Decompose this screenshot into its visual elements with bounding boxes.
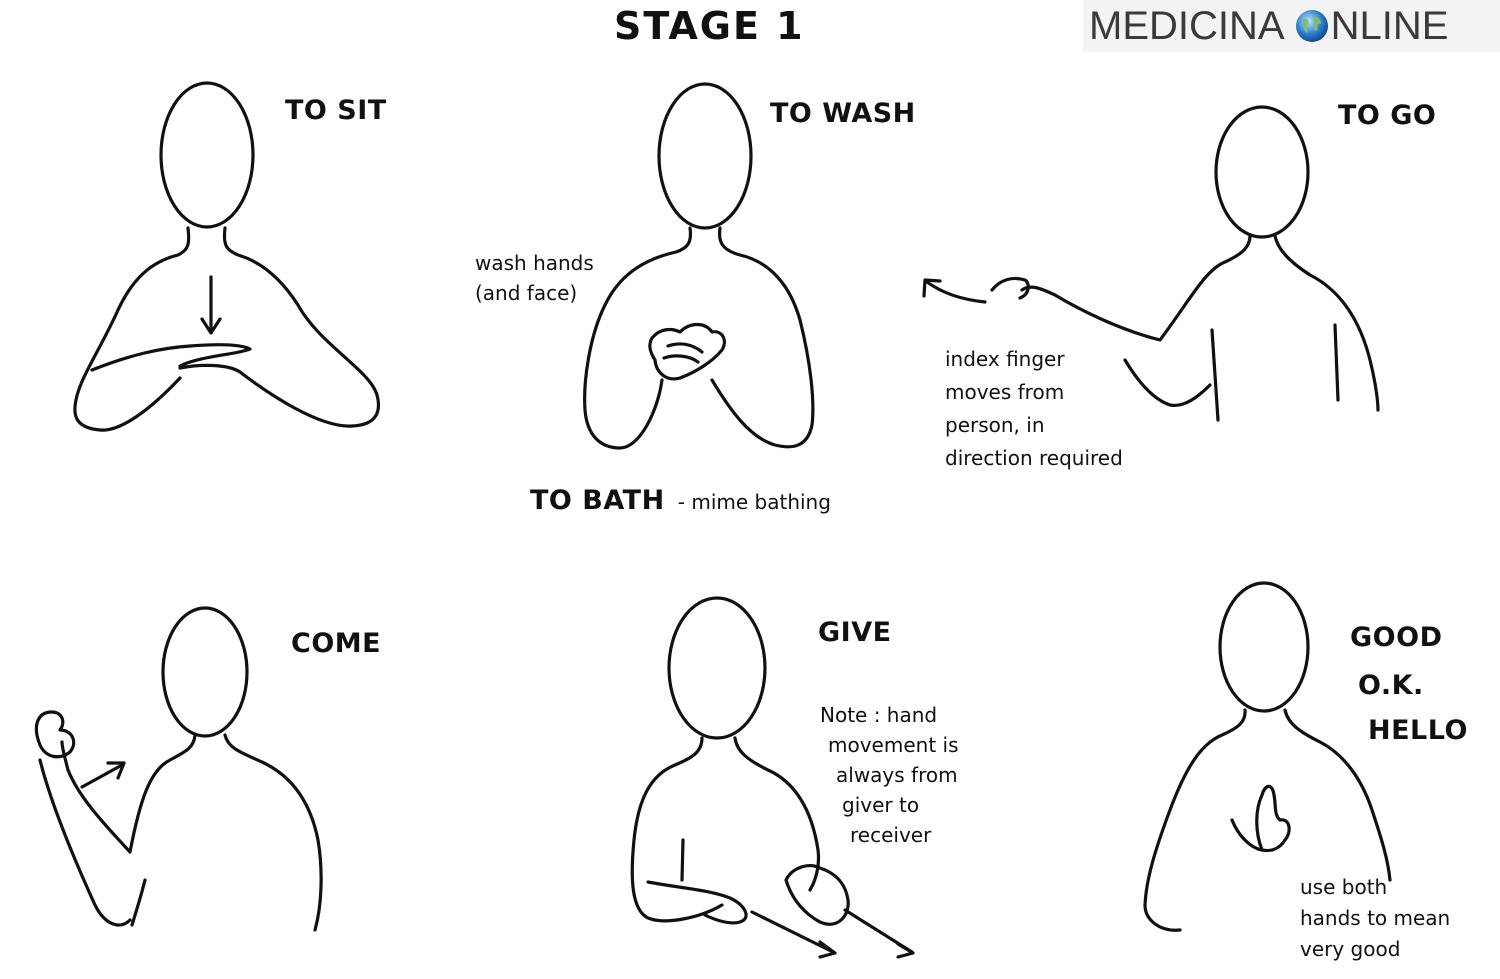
label-to-bath: TO BATH xyxy=(530,485,665,516)
label-ok: O.K. xyxy=(1358,670,1424,701)
note-to-go: index finger moves from person, in direc… xyxy=(945,343,1123,475)
figure-give xyxy=(630,596,915,959)
note-to-bath: - mime bathing xyxy=(677,490,831,514)
note-good: use both hands to mean very good xyxy=(1300,872,1450,965)
note-line: direction required xyxy=(945,446,1123,470)
note-line: wash hands xyxy=(475,251,594,275)
globe-icon xyxy=(1295,10,1328,42)
note-line: (and face) xyxy=(475,281,578,305)
label-to-sit: TO SIT xyxy=(285,95,387,126)
label-good: GOOD xyxy=(1350,622,1443,653)
to-bath-row: TO BATH - mime bathing xyxy=(530,485,831,517)
note-line: use both xyxy=(1300,875,1388,899)
page-title: STAGE 1 xyxy=(614,4,805,48)
note-line: always from xyxy=(836,763,958,787)
note-line: index finger xyxy=(945,347,1065,371)
label-come: COME xyxy=(291,628,382,659)
note-line: person, in xyxy=(945,413,1045,437)
figure-to-sit xyxy=(73,81,381,432)
label-to-wash: TO WASH xyxy=(770,98,916,129)
note-line: very good xyxy=(1300,937,1401,961)
figure-good xyxy=(1143,581,1392,932)
note-line: giver to xyxy=(842,793,920,817)
figure-to-go xyxy=(922,105,1380,422)
label-hello: HELLO xyxy=(1368,715,1468,746)
note-line: movement is xyxy=(828,733,959,757)
label-give: GIVE xyxy=(818,617,892,648)
note-to-wash: wash hands (and face) xyxy=(475,248,594,308)
note-give: Note : hand movement is always from give… xyxy=(820,700,959,850)
note-line: receiver xyxy=(850,823,932,847)
note-line: moves from xyxy=(945,380,1065,404)
watermark-text-1: MEDICINA xyxy=(1089,3,1285,48)
figure-come xyxy=(34,606,323,932)
watermark-logo: MEDICINA NLINE xyxy=(1083,0,1500,52)
note-line: Note : hand xyxy=(820,703,938,727)
figure-to-wash xyxy=(583,82,815,450)
label-to-go: TO GO xyxy=(1338,100,1437,131)
note-line: hands to mean xyxy=(1300,906,1451,930)
watermark-text-2: NLINE xyxy=(1330,3,1449,48)
